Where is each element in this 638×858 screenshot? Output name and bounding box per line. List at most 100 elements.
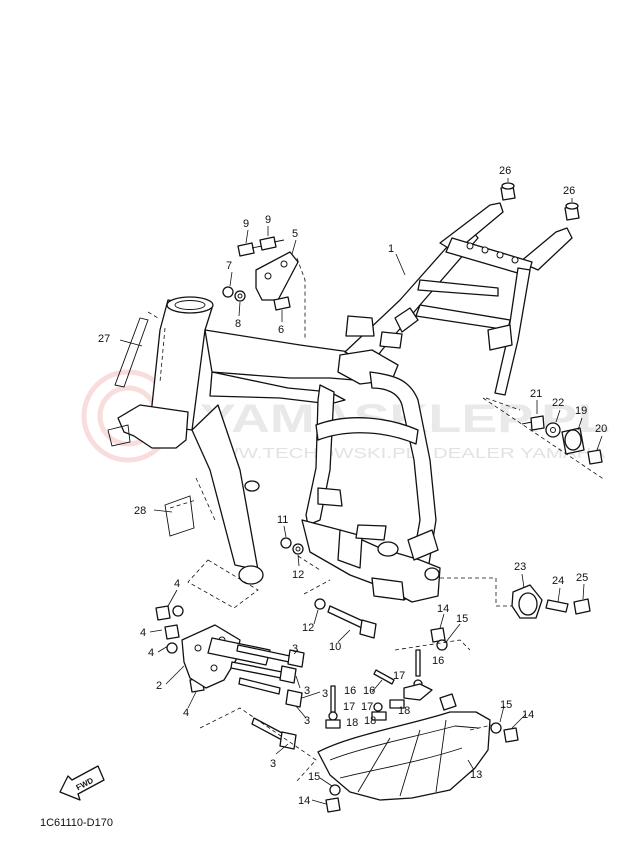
bracket-5-hole-1: [264, 272, 272, 280]
callout-16: 16: [363, 685, 375, 697]
callout-15: 15: [456, 613, 468, 625]
callout-4: 4: [174, 578, 180, 590]
bracket-5-hole-2: [280, 260, 288, 268]
callout-28: 28: [134, 505, 146, 517]
cross-plate-hole-3: [496, 251, 504, 259]
callout-16: 16: [432, 655, 444, 667]
dash-27: [147, 311, 159, 319]
stud-16-mid: [373, 669, 395, 685]
callout-24: 24: [552, 575, 564, 587]
washer-12-lower: [314, 598, 326, 610]
washer-12-upper-hole: [295, 546, 301, 552]
skid-plate-13: [317, 711, 491, 801]
bolt-25: [573, 598, 591, 615]
lead-11: [283, 525, 287, 538]
callout-25: 25: [576, 572, 588, 584]
lead-23: [521, 573, 525, 589]
callout-13: 13: [470, 769, 482, 781]
bolt-3-shank-b: [230, 661, 283, 679]
engine-mount-tab: [355, 524, 387, 541]
cross-plate-hole-4: [511, 256, 519, 264]
subframe-bracket: [394, 307, 419, 333]
damper-18-mid: [371, 711, 387, 721]
callout-15: 15: [500, 699, 512, 711]
decal-27: [114, 317, 149, 388]
cap-26-left-top: [501, 182, 515, 190]
dash-28: [195, 477, 216, 521]
leader-lines: [119, 178, 606, 805]
lead-28: [153, 509, 173, 513]
lead-5: [291, 239, 297, 255]
parts: [114, 182, 603, 813]
lead-27: [119, 339, 143, 347]
lead-14a: [439, 613, 445, 629]
bolt-3-shank-c: [238, 677, 281, 695]
callout-17: 17: [361, 701, 373, 713]
decal-28: [164, 495, 195, 537]
cross-plate-hole-2: [481, 246, 489, 254]
lead-4b: [149, 629, 163, 633]
lead-7: [229, 271, 233, 287]
down-tube-boss: [244, 480, 260, 492]
dash-23: [440, 577, 512, 607]
callout-4: 4: [148, 647, 154, 659]
callout-18: 18: [346, 717, 358, 729]
callout-19: 19: [575, 405, 587, 417]
bolt-3-head-d: [279, 731, 297, 750]
bolt-9-right: [259, 236, 277, 251]
lead-15c: [319, 777, 333, 787]
callout-3: 3: [304, 685, 310, 697]
bolt-9-right-shank: [273, 239, 285, 243]
bolt-14-middle: [430, 627, 446, 643]
fwd-arrow-icon: [59, 765, 105, 801]
cradle-crossmember-upper: [315, 417, 419, 445]
dash-21: [485, 397, 521, 411]
skid-plate-13-mount: [403, 683, 433, 701]
spacer-24: [545, 599, 569, 613]
washer-15-middle: [436, 639, 448, 651]
bolt-14-right: [503, 727, 519, 743]
head-tube-lug: [107, 424, 131, 447]
callout-1: 1: [388, 243, 394, 255]
lead-14c: [311, 799, 327, 805]
dash-box-3: [199, 707, 317, 783]
callout-14: 14: [437, 603, 449, 615]
callout-26: 26: [563, 185, 575, 197]
tank-bracket: [345, 315, 375, 337]
bolt-14-bottom: [325, 797, 341, 813]
callout-17: 17: [393, 670, 405, 682]
lead-16b: [371, 679, 383, 693]
down-tube-end: [238, 565, 264, 585]
lead-20: [596, 435, 603, 451]
dash-14-15-right: [469, 724, 493, 731]
callout-27: 27: [98, 333, 110, 345]
dash-10: [303, 579, 331, 595]
seat-rail-right: [519, 227, 573, 271]
head-tube-bore: [174, 300, 206, 310]
bolt-4-upper: [155, 605, 171, 621]
nut-7: [222, 286, 234, 298]
lead-10: [337, 629, 351, 643]
callout-22: 22: [552, 397, 564, 409]
skid-plate-13-rib-2: [339, 747, 463, 779]
lead-25: [582, 583, 585, 600]
washer-8-hole: [237, 293, 243, 299]
bushing-19-face: [564, 429, 582, 451]
lead-15a: [445, 623, 461, 643]
lead-9a: [245, 229, 249, 244]
main-frame: [107, 202, 573, 603]
lead-24: [557, 587, 561, 603]
bracket-5: [255, 251, 299, 301]
dash-box-19-20: [482, 397, 606, 481]
callout-21: 21: [530, 388, 542, 400]
lower-engine-mount: [371, 577, 405, 601]
damper-18-left: [325, 719, 341, 729]
callout-12: 12: [292, 569, 304, 581]
callout-numbers: 26 26 9 9 5 1 7 8 6 27 21 22 19 20 28 11…: [98, 165, 607, 807]
lead-19: [577, 417, 583, 431]
nut-11: [280, 537, 292, 549]
rear-subframe-strut: [494, 267, 531, 396]
lead-3c: [301, 691, 321, 699]
bolt-10-head: [359, 619, 377, 639]
